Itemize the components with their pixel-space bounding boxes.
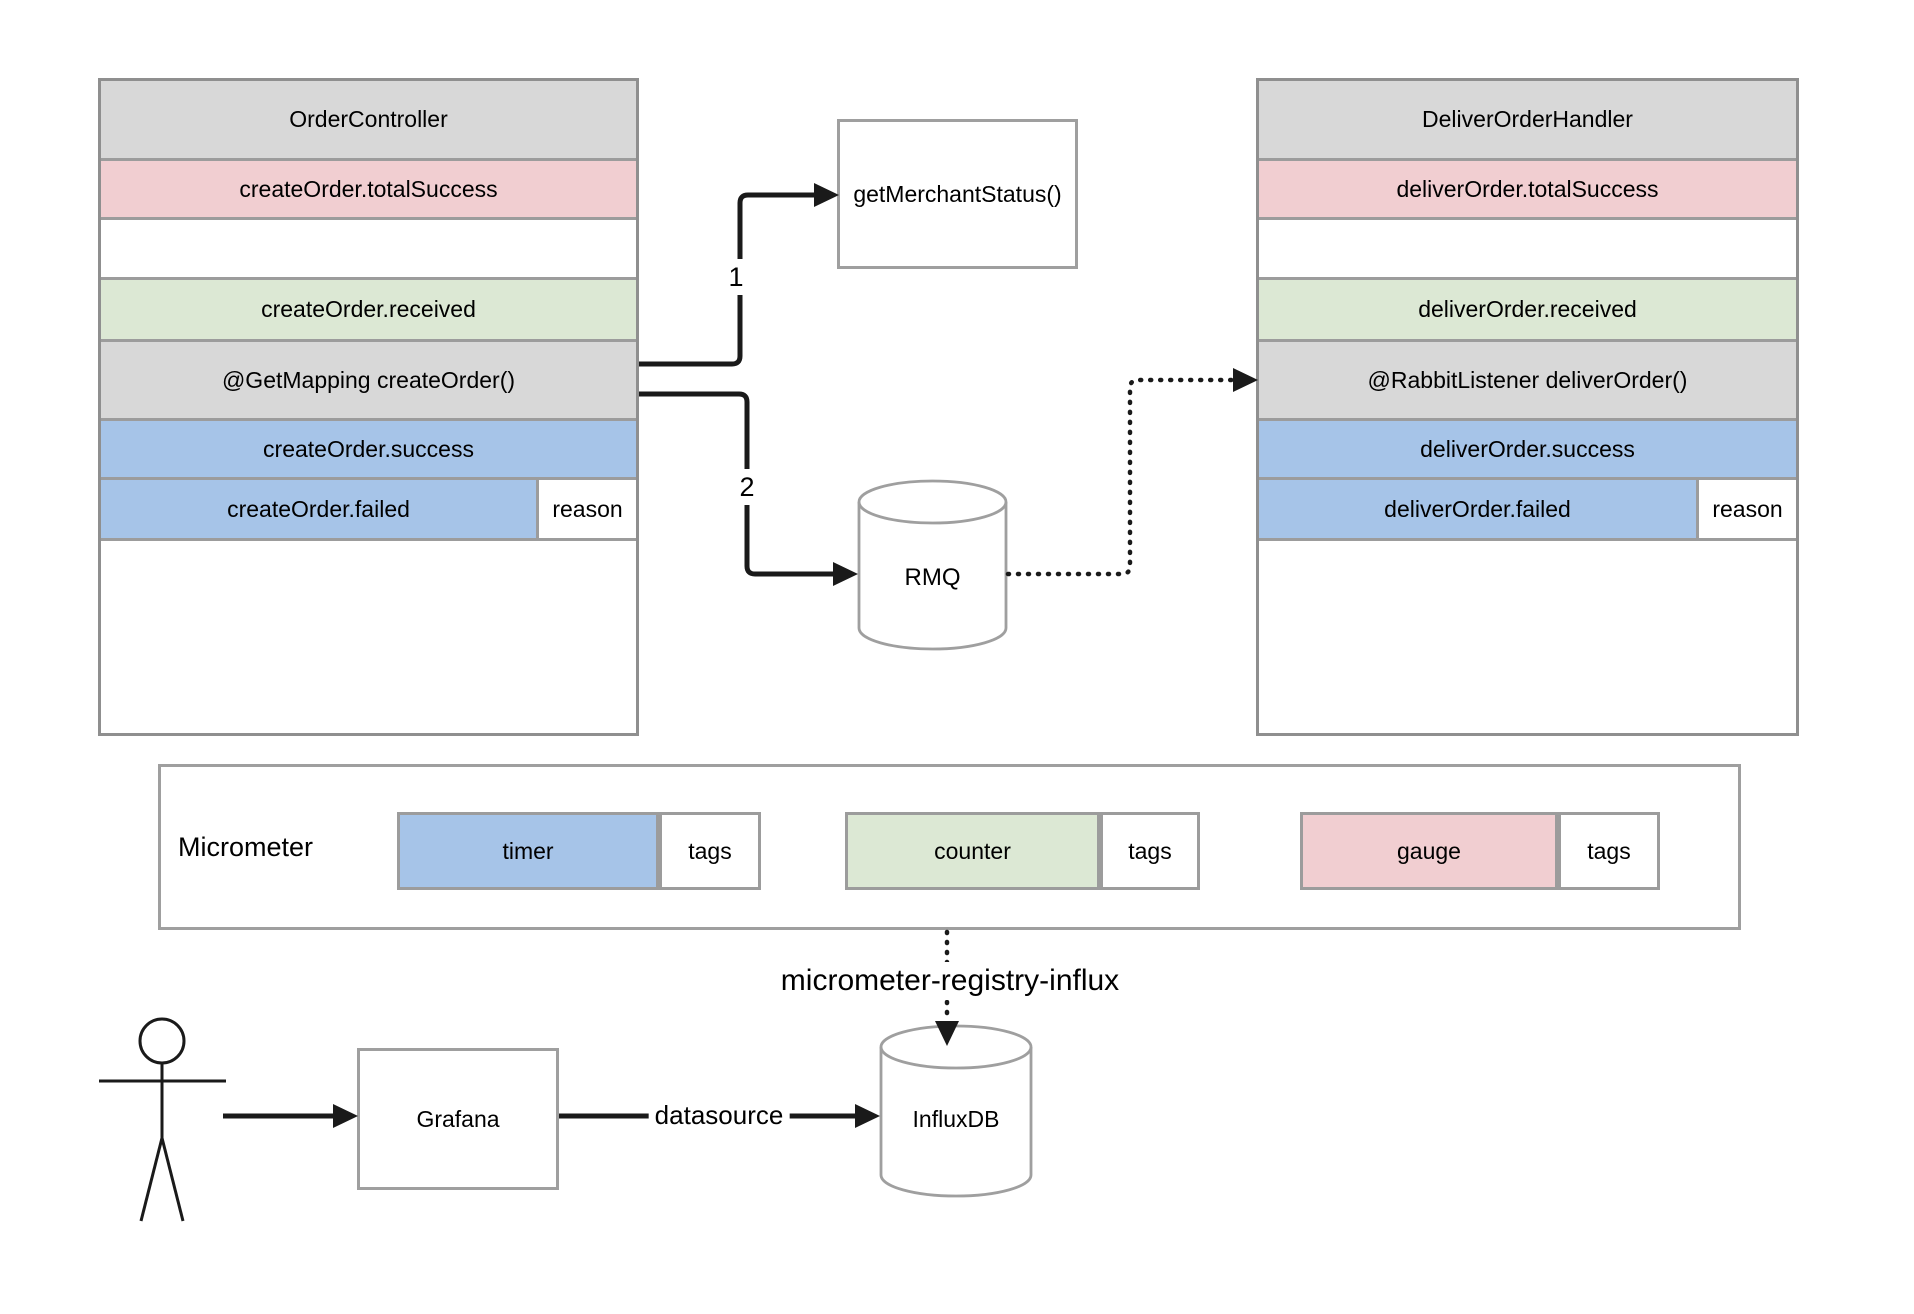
metric-row-createorder-totalsuccess: createOrder.totalSuccess: [101, 161, 636, 220]
registry-edge-label: micrometer-registry-influx: [770, 962, 1130, 1000]
metric-row-deliverorder-failed-label: deliverOrder.failed: [1384, 495, 1571, 522]
rmq-cylinder: RMQ: [857, 478, 1008, 652]
arrowhead-icon: [855, 1104, 880, 1128]
method-row-getmapping-createorder: @GetMapping createOrder(): [101, 342, 636, 421]
reason-cell: reason: [536, 480, 636, 538]
actor-figure-icon: [99, 1017, 226, 1222]
micrometer-box: Micrometer timer tags counter tags gauge…: [158, 764, 1741, 930]
arrowhead-icon: [333, 1104, 358, 1128]
filler-area: [101, 541, 636, 733]
metric-row-createorder-failed-label: createOrder.failed: [227, 495, 410, 522]
deliver-order-handler-title: DeliverOrderHandler: [1259, 81, 1796, 161]
metric-row-deliverorder-success: deliverOrder.success: [1259, 421, 1796, 480]
deliver-order-handler-box: DeliverOrderHandler deliverOrder.totalSu…: [1256, 78, 1799, 736]
method-row-rabbitlistener-deliverorder: @RabbitListener deliverOrder(): [1259, 342, 1796, 421]
call-order-label-2: 2: [733, 469, 761, 505]
reason-cell: reason: [1696, 480, 1796, 538]
cylinder-shape-icon: [857, 479, 1008, 651]
empty-row: [101, 220, 636, 280]
timer-tags-cell: tags: [659, 812, 761, 890]
filler-area: [1259, 541, 1796, 733]
empty-row: [1259, 220, 1796, 280]
influxdb-label: InfluxDB: [912, 1106, 1000, 1132]
micrometer-title: Micrometer: [178, 831, 314, 862]
influxdb-cylinder: InfluxDB: [879, 1022, 1033, 1200]
metric-row-deliverorder-totalsuccess: deliverOrder.totalSuccess: [1259, 161, 1796, 220]
metric-row-deliverorder-failed: deliverOrder.failed reason: [1259, 480, 1796, 541]
gauge-cell: gauge: [1300, 812, 1558, 890]
gauge-tags-cell: tags: [1558, 812, 1660, 890]
grafana-box: Grafana: [357, 1048, 559, 1190]
counter-tags-cell: tags: [1100, 812, 1200, 890]
metric-row-createorder-failed: createOrder.failed reason: [101, 480, 636, 541]
metric-row-deliverorder-received: deliverOrder.received: [1259, 280, 1796, 342]
dotted-arrow-rmq-to-deliverorder: [1005, 377, 1239, 577]
arrowhead-icon: [833, 562, 858, 586]
counter-cell: counter: [845, 812, 1100, 890]
order-controller-box: OrderController createOrder.totalSuccess…: [98, 78, 639, 736]
datasource-edge-label: datasource: [648, 1098, 790, 1132]
metric-row-createorder-success: createOrder.success: [101, 421, 636, 480]
call-order-label-1: 1: [722, 259, 750, 295]
rmq-label: RMQ: [904, 564, 961, 591]
arrowhead-icon: [814, 183, 839, 207]
metric-row-createorder-received: createOrder.received: [101, 280, 636, 342]
order-controller-title: OrderController: [101, 81, 636, 161]
arrowhead-icon: [1233, 368, 1258, 392]
timer-cell: timer: [397, 812, 659, 890]
get-merchant-status-box: getMerchantStatus(): [837, 119, 1078, 269]
cylinder-shape-icon: [879, 1024, 1033, 1198]
